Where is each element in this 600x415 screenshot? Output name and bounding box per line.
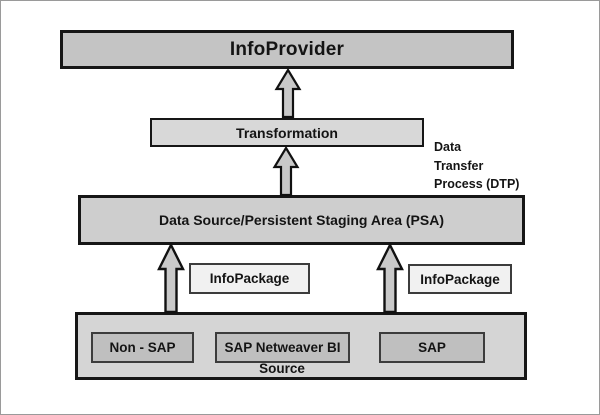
infopackage-left-box: InfoPackage (189, 263, 310, 294)
sap-netweaver-bi-label: SAP Netweaver BI (224, 340, 341, 355)
source-item-non-sap: Non - SAP (91, 332, 194, 363)
infoprovider-label: InfoProvider (229, 38, 345, 60)
sap-label: SAP (418, 340, 446, 355)
transformation-box: Transformation (150, 118, 424, 147)
psa-label: Data Source/Persistent Staging Area (PSA… (158, 212, 444, 228)
transformation-label: Transformation (236, 124, 338, 141)
up-arrow-icon (274, 67, 302, 119)
dtp-line-2: Transfer (434, 158, 484, 173)
infopackage-right-box: InfoPackage (408, 264, 512, 294)
up-arrow-icon (376, 242, 404, 314)
source-item-sap: SAP (379, 332, 485, 363)
dtp-line-1: Data (434, 140, 462, 154)
up-arrow-icon (272, 145, 300, 197)
source-group-label: Source (259, 361, 305, 376)
infopackage-right-label: InfoPackage (420, 271, 500, 287)
up-arrow-icon (157, 242, 185, 314)
infoprovider-box: InfoProvider (60, 30, 514, 69)
source-item-sap-netweaver-bi: SAP Netweaver BI (215, 332, 350, 363)
psa-box: Data Source/Persistent Staging Area (PSA… (78, 195, 525, 245)
non-sap-label: Non - SAP (109, 340, 176, 355)
dtp-line-3: Process (DTP) (434, 177, 520, 191)
dtp-annotation: Data Transfer Process (DTP) (434, 138, 544, 194)
infopackage-left-label: InfoPackage (209, 271, 290, 286)
